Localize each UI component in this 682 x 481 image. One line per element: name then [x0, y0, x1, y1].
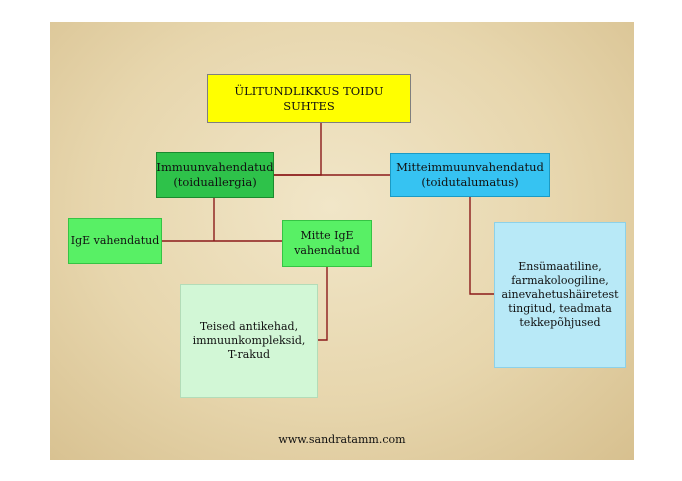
- ige-mediated-label: IgE vahendatud: [70, 233, 160, 247]
- other-line2: immuunkompleksid,: [192, 333, 306, 347]
- website-footer[interactable]: www.sandratamm.com: [278, 433, 406, 446]
- immune-mediated-label: Immuunvahendatud: [156, 160, 274, 175]
- connector-nonimmune-to-causes: [469, 197, 494, 295]
- causes-line4: tingitud, teadmata: [508, 302, 612, 316]
- slide-background: ÜLITUNDLIKKUS TOIDU SUHTES Immuunvahenda…: [50, 22, 634, 460]
- non-ige-label-line2: vahendatud: [294, 243, 360, 257]
- connector-title-to-branches: [274, 123, 322, 176]
- immune-mediated-box: Immuunvahendatud (toiduallergia): [156, 152, 274, 198]
- causes-line2: farmakoloogiline,: [511, 273, 609, 287]
- non-ige-mediated-box: Mitte IgE vahendatud: [282, 220, 372, 267]
- other-line3: T-rakud: [227, 348, 271, 362]
- food-intolerance-label: (toidutalumatus): [421, 175, 519, 189]
- ige-mediated-box: IgE vahendatud: [68, 218, 162, 264]
- title-text: ÜLITUNDLIKKUS TOIDU SUHTES: [234, 83, 384, 113]
- food-allergy-label: (toiduallergia): [173, 175, 257, 189]
- non-immune-causes-box: Ensümaatiline, farmakoloogiline, ainevah…: [494, 222, 626, 368]
- title-box: ÜLITUNDLIKKUS TOIDU SUHTES: [207, 74, 411, 123]
- other-line1: Teised antikehad,: [199, 319, 299, 333]
- connector-nonige-to-other: [318, 267, 328, 341]
- connector-lines: [162, 123, 494, 341]
- causes-line5: tekkepõhjused: [519, 316, 601, 330]
- other-mechanisms-box: Teised antikehad, immuunkompleksid, T-ra…: [180, 284, 318, 398]
- non-immune-mediated-box: Mitteimmuunvahendatud (toidutalumatus): [390, 153, 550, 197]
- causes-line1: Ensümaatiline,: [518, 259, 602, 273]
- causes-line3: ainevahetushäiretest: [501, 287, 619, 301]
- non-immune-mediated-label: Mitteimmuunvahendatud: [396, 160, 544, 175]
- non-ige-label-line1: Mitte IgE: [300, 229, 354, 243]
